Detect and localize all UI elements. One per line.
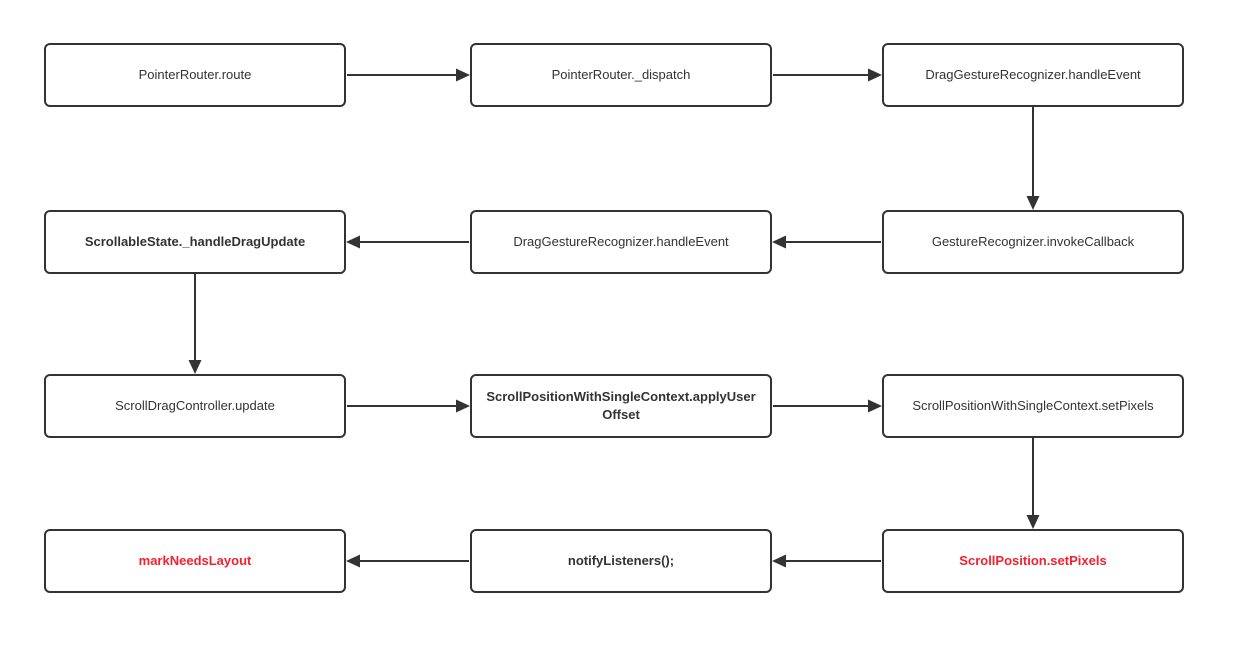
node-drag-gesture-recognizer-handle-event-1: DragGestureRecognizer.handleEvent [882,43,1184,107]
arrow-apply-user-offset-to-set-pixels [773,399,882,413]
arrow-dispatch-to-handle-event [773,68,882,82]
node-scroll-position-with-single-context-set-pixels: ScrollPositionWithSingleContext.setPixel… [882,374,1184,438]
arrow-scroll-position-set-pixels-to-notify-listeners [772,554,881,568]
arrow-set-pixels-to-scroll-position-set-pixels [1026,438,1040,529]
node-notify-listeners: notifyListeners(); [470,529,772,593]
arrow-route-to-dispatch [347,68,470,82]
arrow-update-to-apply-user-offset [347,399,470,413]
node-scroll-position-set-pixels: ScrollPosition.setPixels [882,529,1184,593]
arrow-handle-event-to-handle-drag-update [346,235,469,249]
node-scroll-position-apply-user-offset: ScrollPositionWithSingleContext.applyUse… [470,374,772,438]
arrow-notify-listeners-to-mark-needs-layout [346,554,469,568]
node-mark-needs-layout: markNeedsLayout [44,529,346,593]
arrow-handle-event-to-invoke-callback [1026,107,1040,210]
node-drag-gesture-recognizer-handle-event-2: DragGestureRecognizer.handleEvent [470,210,772,274]
node-scrollable-state-handle-drag-update: ScrollableState._handleDragUpdate [44,210,346,274]
node-pointer-router-dispatch: PointerRouter._dispatch [470,43,772,107]
arrow-invoke-callback-to-handle-event [772,235,881,249]
node-scroll-drag-controller-update: ScrollDragController.update [44,374,346,438]
arrow-handle-drag-update-to-update [188,274,202,374]
node-gesture-recognizer-invoke-callback: GestureRecognizer.invokeCallback [882,210,1184,274]
node-pointer-router-route: PointerRouter.route [44,43,346,107]
